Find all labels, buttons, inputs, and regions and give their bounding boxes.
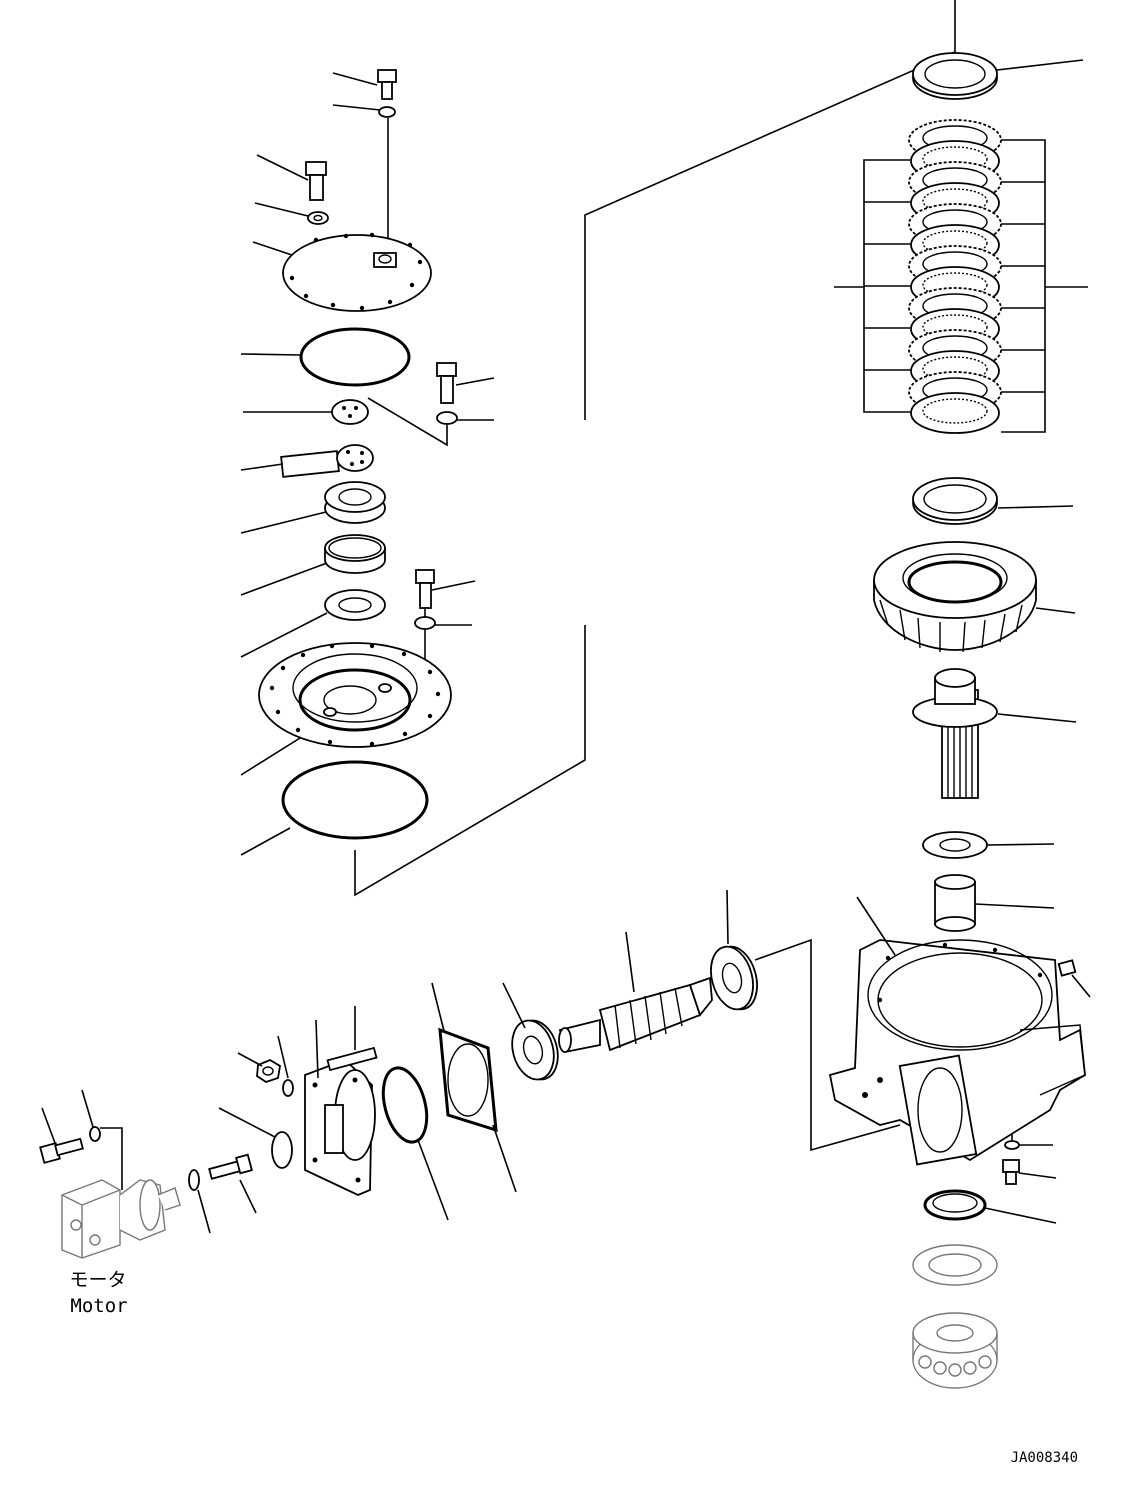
leader-lines-bottom [41, 889, 729, 1234]
washer-nut [282, 1079, 294, 1097]
bolt-lower-middle [208, 1153, 253, 1180]
washer-right-2 [414, 616, 436, 630]
washer-right-1 [436, 411, 458, 425]
small-disc [331, 399, 369, 425]
drawing-number: JA008340 [1011, 1450, 1078, 1466]
bearing-ring [324, 481, 386, 524]
bushing-sleeve [934, 874, 976, 932]
planetary-shaft [912, 668, 998, 799]
o-ring-large-2 [281, 760, 429, 840]
worm-gear-housing [828, 939, 1086, 1166]
worm-shaft [558, 976, 713, 1054]
washer-motor [89, 1126, 101, 1142]
washer-left-1 [307, 211, 329, 225]
bolt-top-small [377, 69, 397, 100]
bolt-left-1 [305, 161, 327, 201]
ring-gear [873, 541, 1037, 653]
cover-plate [282, 232, 432, 312]
bushing-ring [324, 534, 386, 574]
washer-lower-middle [188, 1169, 200, 1191]
assembly-guide-lines [100, 0, 1013, 1190]
o-ring-small-top [378, 106, 396, 118]
bolt-right-2 [415, 569, 435, 609]
pin-plate [280, 444, 374, 478]
hex-nut [256, 1058, 281, 1083]
leader-lines-right [834, 59, 1091, 1224]
leader-lines-upper-left [240, 72, 495, 856]
thrust-plate [922, 831, 988, 859]
motor-body-gray [61, 1179, 181, 1259]
plug-bolt-right [1057, 959, 1077, 977]
bolt-right-1 [436, 362, 457, 404]
cover-plate-gray [912, 1244, 998, 1286]
worm-bearing-right [710, 945, 758, 1011]
lower-shim-ring [912, 477, 998, 525]
stud-bolt [326, 1046, 378, 1072]
bolt-motor [39, 1137, 84, 1164]
top-shim-ring [912, 52, 998, 100]
clutch-disc-stack [908, 119, 1002, 434]
plug-bolt-lower [1002, 1159, 1020, 1185]
oil-seal [923, 1189, 987, 1221]
o-ring-flange [381, 1066, 429, 1144]
gasket-square [438, 1027, 498, 1133]
worm-bearing-left [511, 1019, 559, 1081]
clutch-plate [910, 392, 1000, 434]
carrier-housing-flange [258, 642, 452, 748]
motor-label-japanese: モータ [69, 1269, 126, 1291]
o-ring-housing [1004, 1140, 1020, 1150]
o-ring-large-1 [299, 327, 411, 387]
bearing-assembly-gray [912, 1312, 998, 1389]
disc-inner-ring [922, 398, 988, 424]
motor-adapter-flange [304, 1058, 376, 1196]
motor-label-english: Motor [70, 1295, 127, 1317]
thrust-washer [324, 589, 386, 621]
o-ring-small-left [271, 1131, 293, 1169]
